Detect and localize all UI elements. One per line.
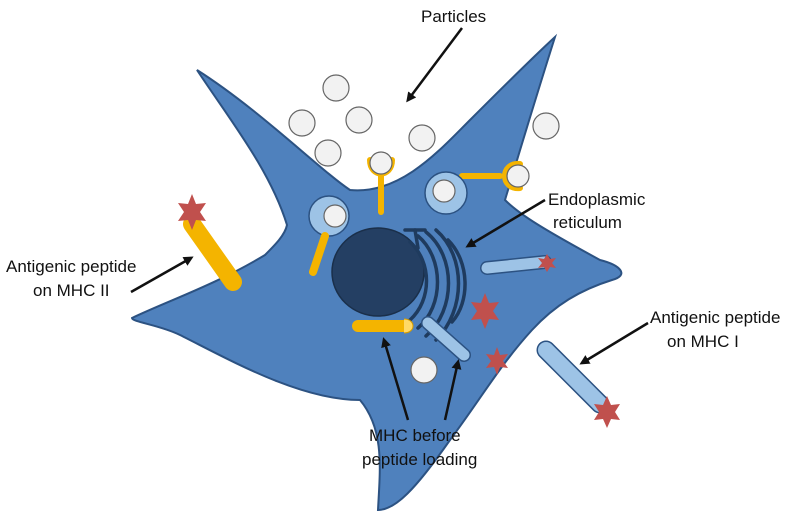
- phagosome-right: [424, 171, 468, 215]
- arrow-mhc-i: [579, 321, 649, 365]
- receptor-top-right: [459, 160, 530, 192]
- label-before-line2: peptide loading: [362, 450, 477, 469]
- arrow-endoplasmic-reticulum: [465, 198, 546, 248]
- label-particles: Particles: [421, 7, 486, 26]
- arrow-mhc-ii: [130, 256, 194, 294]
- mhc-i-with-peptide: [536, 340, 620, 428]
- label-er-line1: Endoplasmic: [548, 190, 646, 209]
- phagosome-left: [308, 195, 350, 276]
- label-mhc1-line2: on MHC I: [667, 332, 739, 351]
- particle: [532, 112, 560, 140]
- particle: [408, 124, 436, 152]
- mhc-ii-before-loading: [352, 318, 414, 334]
- particle: [288, 109, 316, 137]
- peptide-star: [471, 293, 499, 329]
- peptide-star: [486, 347, 508, 375]
- label-mhc2-line1: Antigenic peptide: [6, 257, 136, 276]
- label-mhc2-line2: on MHC II: [33, 281, 110, 300]
- annotation-arrows: [130, 27, 649, 421]
- particles-group: [288, 74, 560, 384]
- particle: [410, 356, 438, 384]
- label-mhc1-line1: Antigenic peptide: [650, 308, 780, 327]
- label-before-line1: MHC before: [369, 426, 461, 445]
- mhc-ii-with-peptide: [178, 194, 242, 291]
- particle: [345, 106, 373, 134]
- particle: [314, 139, 342, 167]
- mhc-i-before-loading: [421, 316, 471, 362]
- particle: [322, 74, 350, 102]
- label-er-line2: reticulum: [553, 213, 622, 232]
- mhc-i-inner-right: [480, 254, 556, 275]
- arrow-before-loading-right: [443, 359, 462, 421]
- arrow-before-loading-left: [381, 337, 410, 421]
- receptor-top-center: [367, 151, 395, 215]
- arrow-particles: [406, 27, 463, 103]
- nucleus: [331, 227, 425, 317]
